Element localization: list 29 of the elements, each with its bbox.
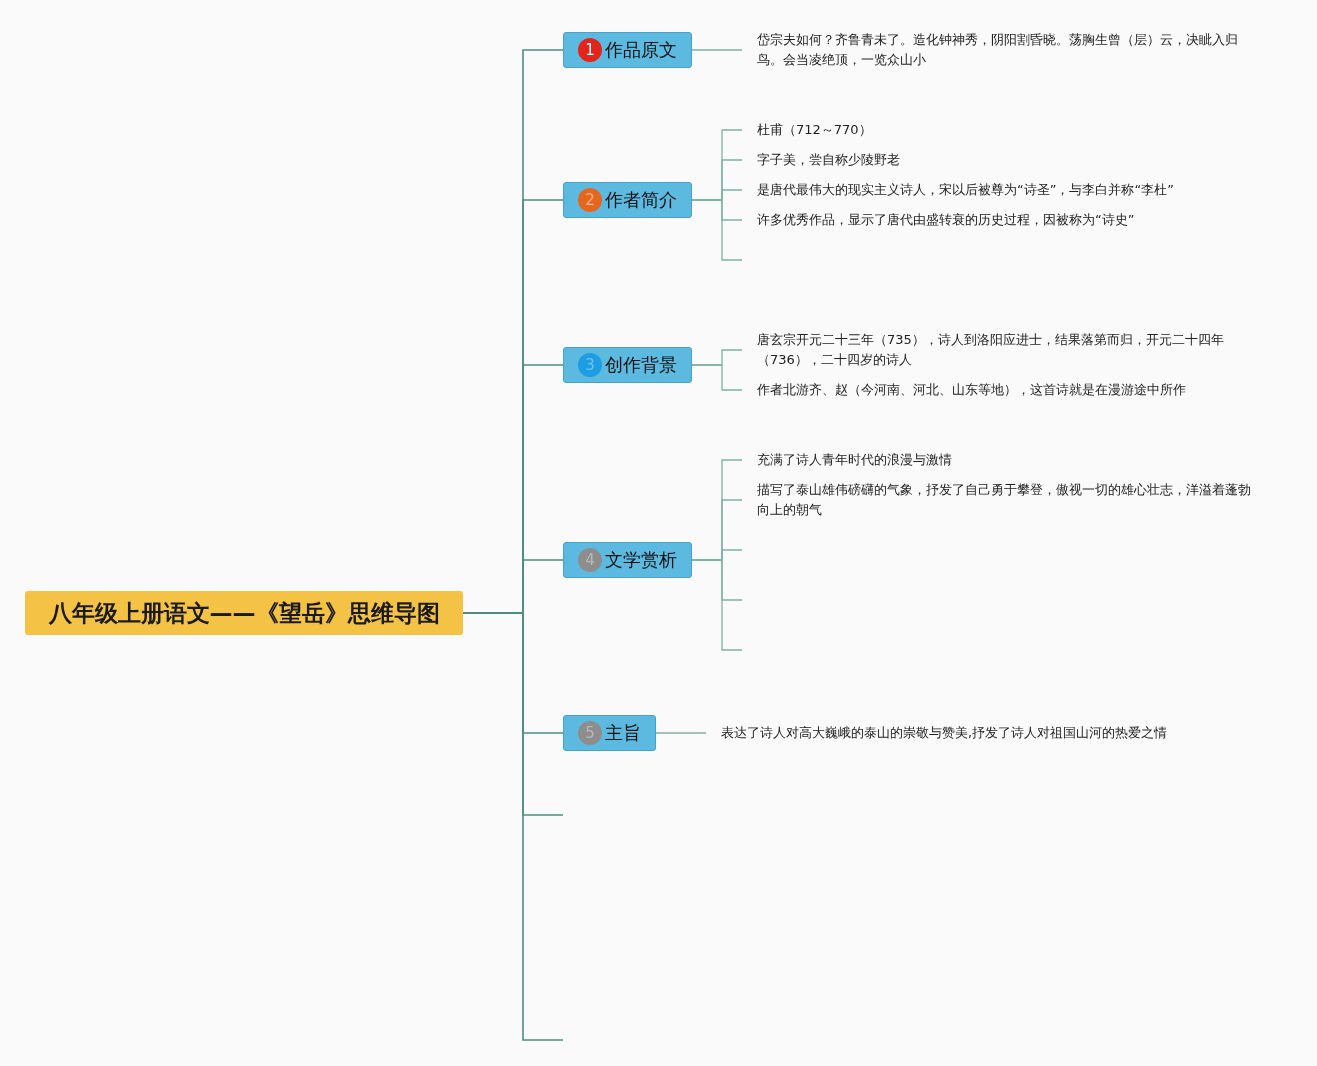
note-text: 作者北游齐、赵（今河南、河北、山东等地），这首诗就是在漫游途中所作 [742,380,1262,400]
number-badge: 1 [578,38,602,62]
connector-line [691,49,743,51]
topic-label: 作品原文 [605,38,677,62]
note-text: 唐玄宗开元二十三年（735），诗人到洛阳应进士，结果落第而归，开元二十四年（736），二十四岁的诗人 [742,330,1262,370]
topic-box [563,715,656,751]
note-text: 许多优秀作品，显示了唐代由盛转衰的历史过程，因被称为“诗史” [742,210,1262,230]
note-text: 字子美，尝自称少陵野老 [742,150,1262,170]
number-badge: 3 [578,353,602,377]
connector-line [691,199,743,261]
note-text: 岱宗夫如何？齐鲁青未了。造化钟神秀，阴阳割昏晓。荡胸生曾（层）云，决眦入归鸟。会当凌绝顶，一览众山小 [742,30,1262,70]
note-text: 描写了泰山雄伟磅礴的气象，抒发了自己勇于攀登，傲视一切的雄心壮志，洋溢着蓬勃向上的朝气 [742,480,1262,520]
connector-line [691,559,743,651]
topic-label: 创作背景 [605,353,677,377]
topic-label: 作者简介 [605,188,677,212]
connector-line [655,732,707,734]
topic-box [563,182,692,218]
topic-box [563,347,692,383]
number-badge: 2 [578,188,602,212]
topic-box [563,542,692,578]
connector-line [691,364,743,391]
title-box: 八年级上册语文——《望岳》思维导图 [25,591,463,635]
topic-box [563,32,692,68]
topic-label: 文学赏析 [605,548,677,572]
note-text: 充满了诗人青年时代的浪漫与激情 [742,450,1262,470]
note-text: 是唐代最伟大的现实主义诗人，宋以后被尊为“诗圣”，与李白并称“李杜” [742,180,1262,200]
note-text: 杜甫（712～770） [742,120,1262,140]
topic-label: 主旨 [605,721,641,745]
note-text: 表达了诗人对高大巍峨的泰山的崇敬与赞美,抒发了诗人对祖国山河的热爱之情 [706,723,1246,743]
